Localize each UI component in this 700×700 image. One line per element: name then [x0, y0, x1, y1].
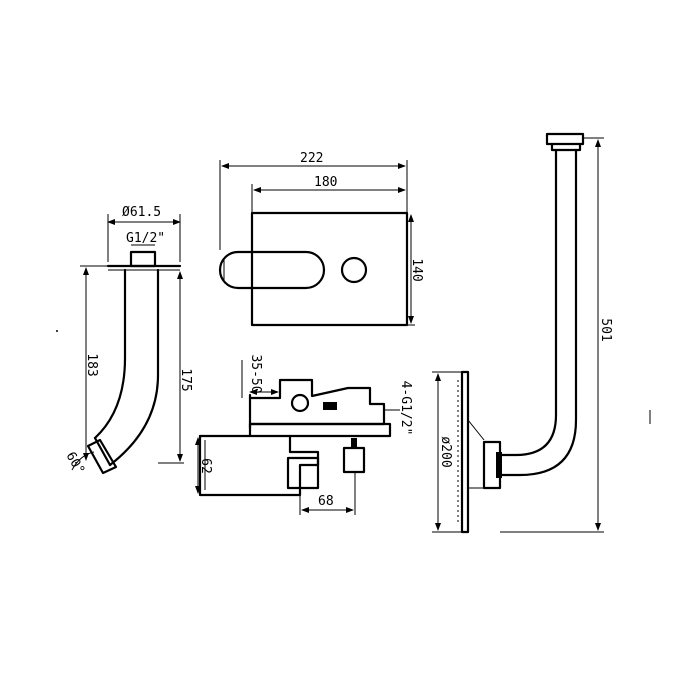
dim-width-222: 222: [300, 151, 323, 166]
valve-body: [248, 378, 386, 426]
dim-width-180: 180: [314, 175, 337, 190]
dim-body-height-62: 62: [198, 458, 213, 474]
dim-outlet-thread: 4-G1/2": [398, 381, 413, 436]
dim-height-140: 140: [409, 258, 424, 281]
dim-riser-height: 501: [598, 318, 613, 341]
dim-spout-thread: G1/2": [126, 231, 165, 246]
riser-pipe-inner: [498, 148, 578, 477]
shower-riser-view: ø200 501: [432, 132, 613, 534]
diverter: [342, 446, 366, 474]
dim-spout-diameter: Ø61.5: [122, 205, 161, 220]
spout-flange: [129, 250, 157, 268]
spout-inner-edge: [93, 268, 127, 440]
riser-cap: [545, 132, 585, 146]
dim-spout-angle: 60°: [63, 450, 88, 478]
dim-wall-depth: 35-50: [248, 354, 263, 393]
mixer-body-view: 35-50 4-G1/2" 62 68: [195, 354, 413, 515]
dim-body-width-68: 68: [318, 494, 334, 509]
spout-outer-edge: [108, 268, 160, 467]
valve-port: [290, 393, 310, 413]
mixer-lever: [286, 456, 320, 490]
diverter-knob: [340, 256, 368, 284]
shower-head: [460, 370, 470, 534]
spout-outlet: [86, 436, 118, 475]
spout-view: Ø61.5 G1/2" 183 175 60°: [63, 205, 193, 477]
wall-plate: [250, 211, 409, 327]
lever-handle: [218, 250, 326, 290]
dim-head-diameter: ø200: [438, 436, 453, 467]
dim-spout-height-175: 175: [178, 368, 193, 391]
front-cover: [198, 434, 320, 497]
plate-view: 222 180 140: [218, 151, 424, 327]
dim-spout-height-183: 183: [84, 353, 99, 376]
riser-pipe-outer: [498, 148, 558, 457]
